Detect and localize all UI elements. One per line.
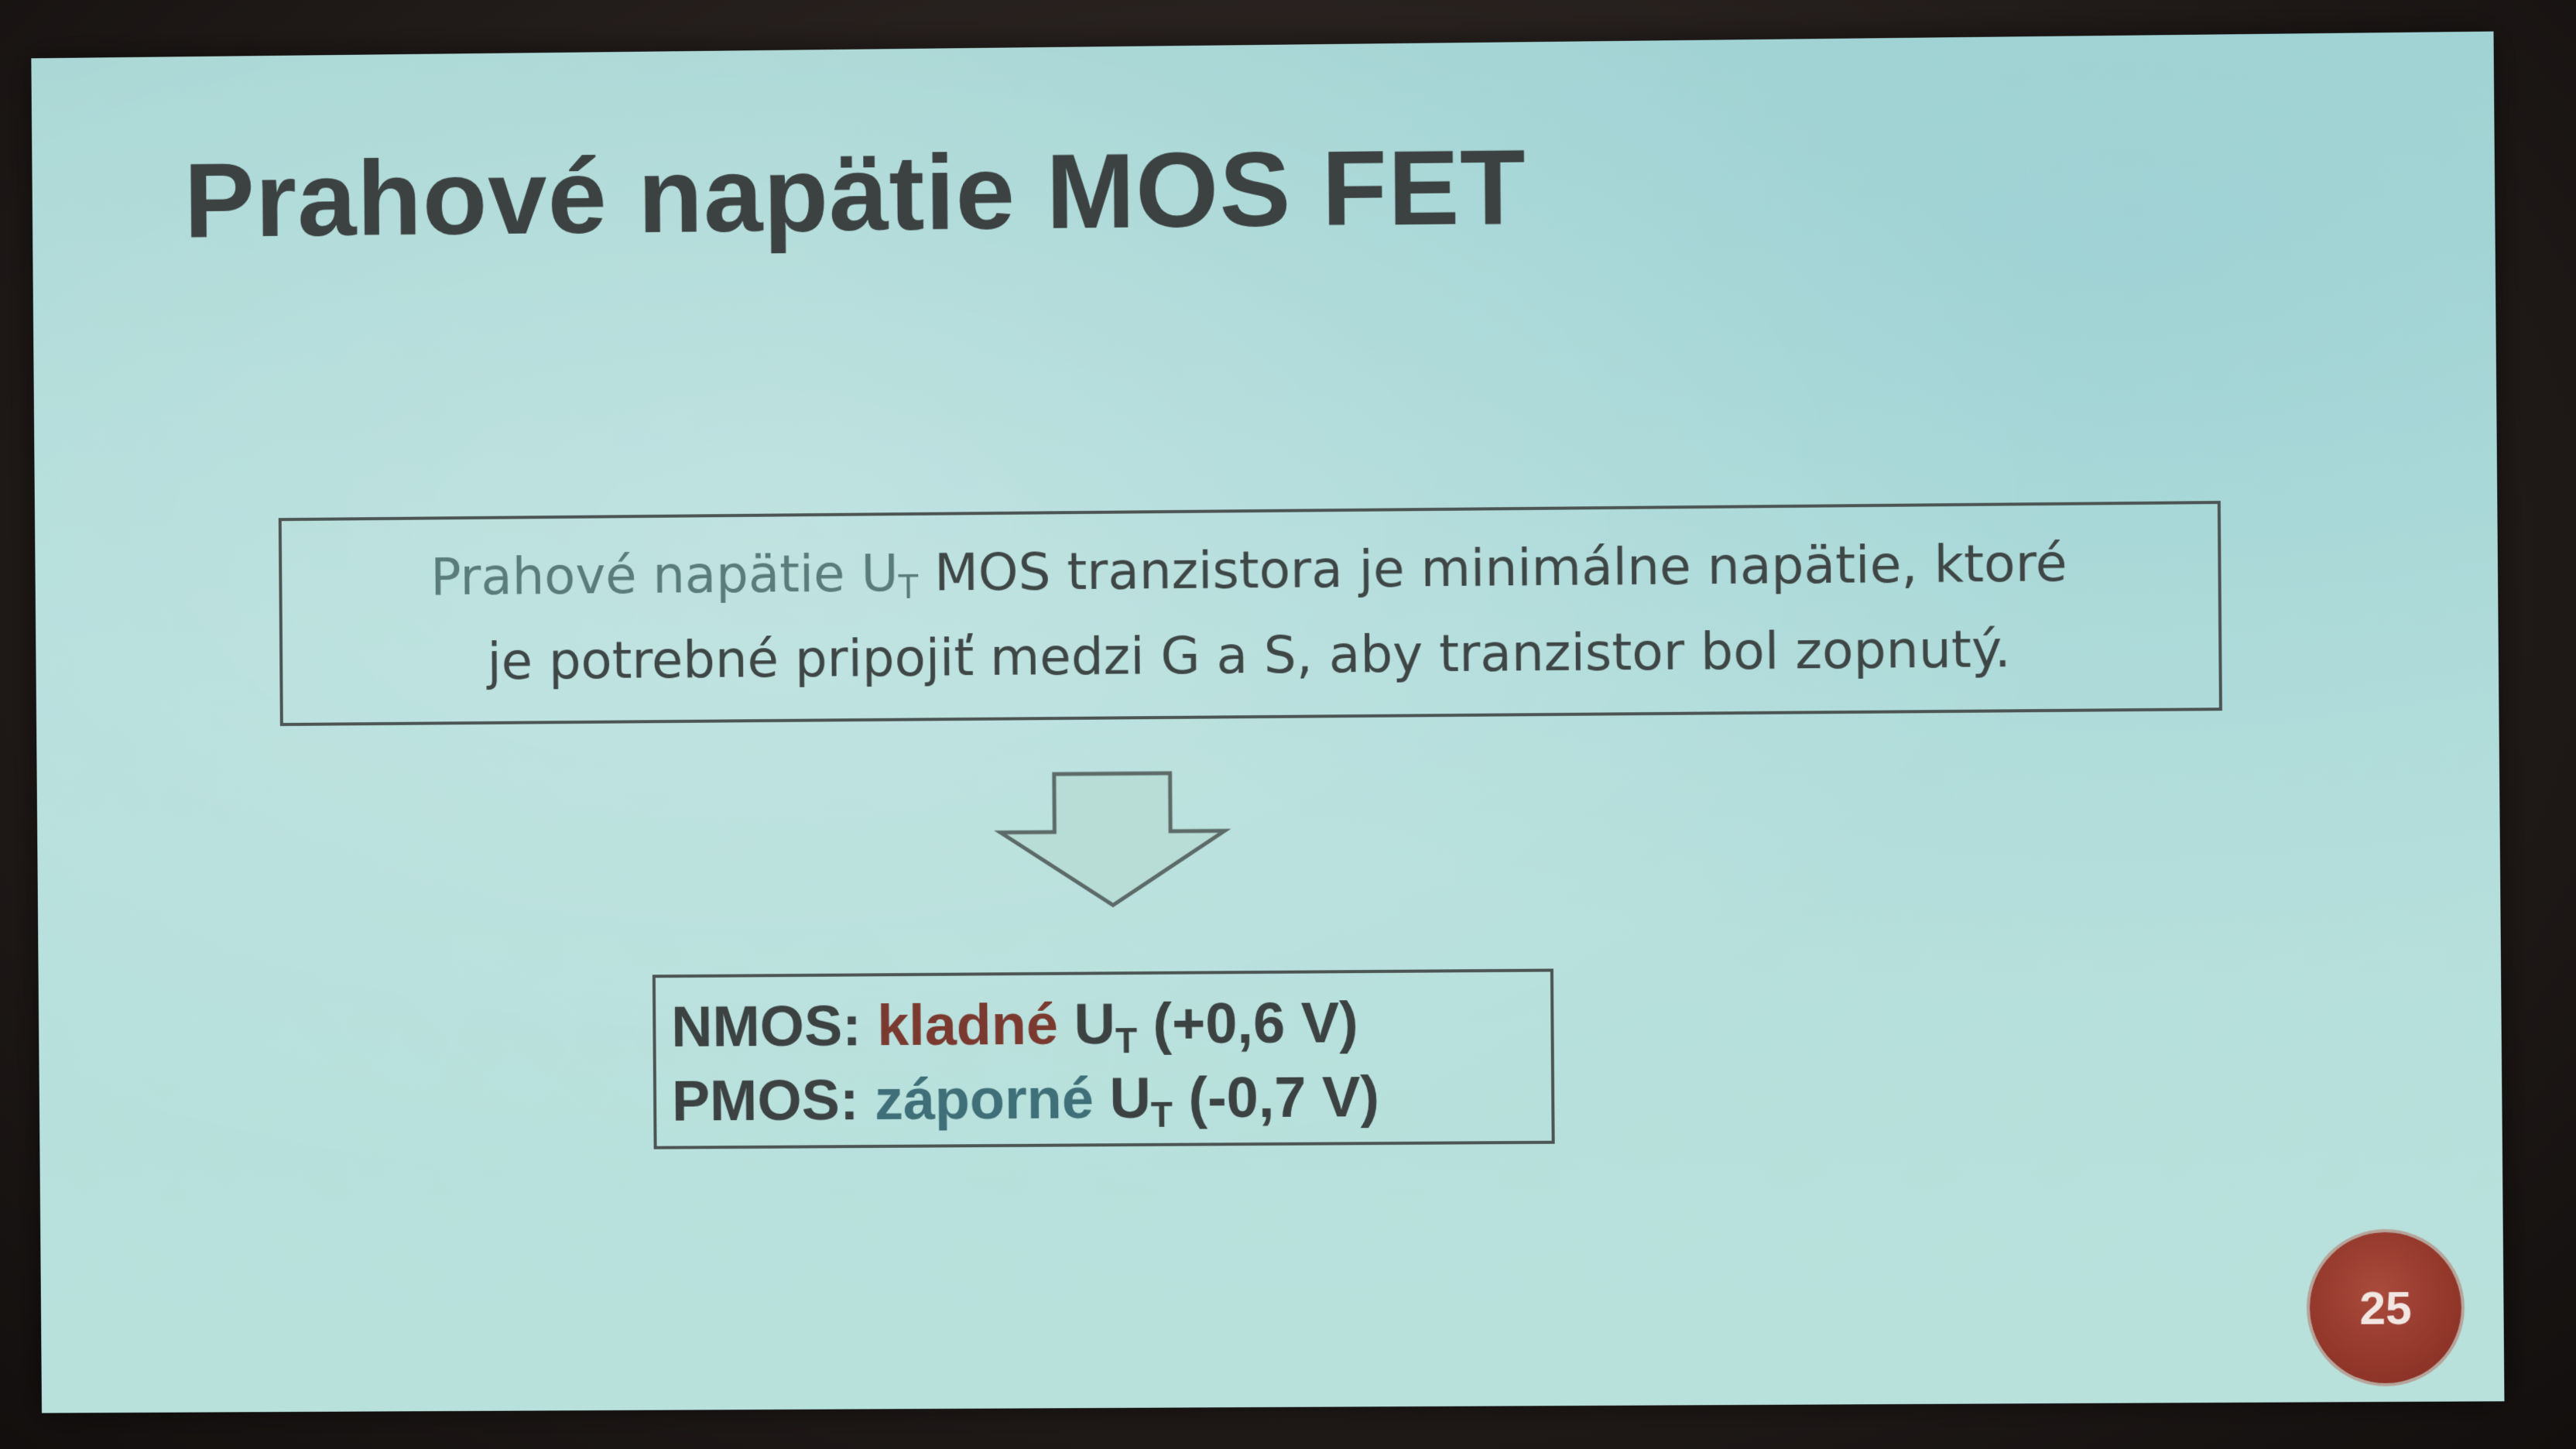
definition-line-1-suffix: MOS tranzistora je minimálne napätie, kt… <box>917 533 2067 603</box>
nmos-row: NMOS: kladné UT (+0,6 V) <box>671 985 1551 1064</box>
nmos-ut-subscript: T <box>1115 1020 1138 1061</box>
page-number: 25 <box>2358 1281 2412 1334</box>
pmos-ut-subscript: T <box>1150 1094 1173 1135</box>
definition-box: Prahové napätie UT MOS tranzistora je mi… <box>278 501 2222 726</box>
nmos-polarity: kladné <box>876 992 1059 1058</box>
definition-subscript: T <box>898 567 919 606</box>
threshold-values-box: NMOS: kladné UT (+0,6 V) PMOS: záporné U… <box>652 968 1555 1149</box>
definition-line-1-prefix: Prahové napätie U <box>430 543 899 608</box>
pmos-value: (-0,7 V) <box>1188 1064 1380 1130</box>
definition-line-2: je potrebné pripojiť medzi G a S, aby tr… <box>487 618 2012 692</box>
nmos-ut: U <box>1074 992 1116 1057</box>
definition-line-1: Prahové napätie UT MOS tranzistora je mi… <box>282 519 2218 621</box>
nmos-label: NMOS: <box>670 993 862 1059</box>
down-arrow-icon <box>988 757 1237 929</box>
presentation-slide: Prahové napätie MOS FET Prahové napätie … <box>31 31 2505 1413</box>
pmos-polarity: záporné <box>874 1066 1094 1132</box>
pmos-ut: U <box>1109 1065 1152 1131</box>
slide-title: Prahové napätie MOS FET <box>183 127 1527 260</box>
pmos-row: PMOS: záporné UT (-0,7 V) <box>672 1059 1552 1139</box>
pmos-label: PMOS: <box>671 1067 859 1133</box>
page-number-badge: 25 <box>2309 1231 2462 1384</box>
nmos-value: (+0,6 V) <box>1153 990 1359 1056</box>
